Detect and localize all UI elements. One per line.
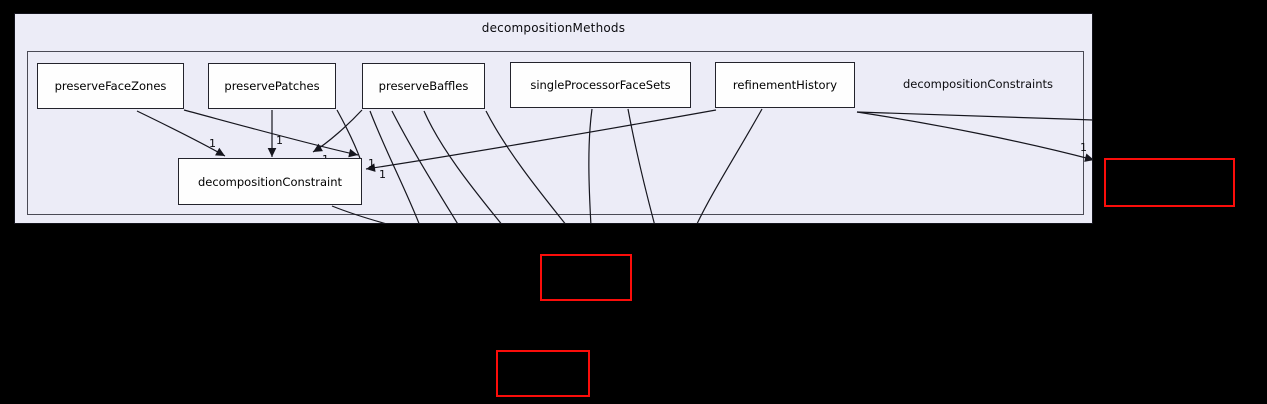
node-preservePatches[interactable]: preservePatches [208,63,336,109]
external-node-right[interactable] [1104,158,1235,207]
node-singleProcessorFaceSets[interactable]: singleProcessorFaceSets [510,62,691,108]
node-decompositionConstraint[interactable]: decompositionConstraint [178,158,362,205]
external-node-bottom[interactable] [496,350,590,397]
cluster-label-decompositionConstraints: decompositionConstraints [902,77,1054,91]
node-preserveFaceZones[interactable]: preserveFaceZones [37,63,184,109]
node-refinementHistory[interactable]: refinementHistory [715,62,855,108]
cluster-title-decompositionMethods: decompositionMethods [481,21,626,35]
node-preserveBaffles[interactable]: preserveBaffles [362,63,485,109]
external-node-middle[interactable] [540,254,632,301]
